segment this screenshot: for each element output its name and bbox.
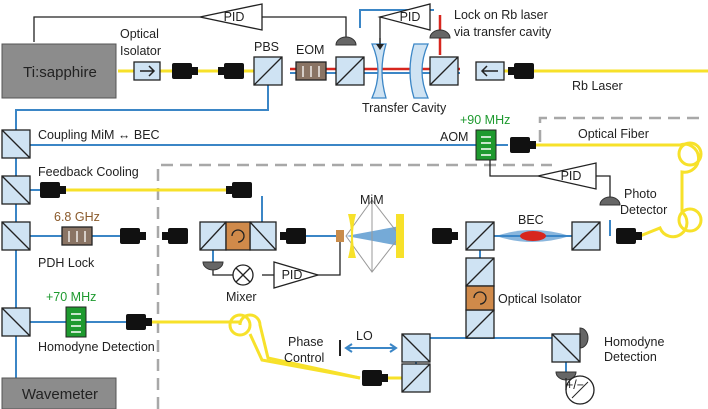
svg-text:PID: PID (561, 169, 582, 183)
wavemeter: Wavemeter (1, 377, 117, 409)
via-cavity-label: via transfer cavity (454, 25, 552, 39)
photodetectors (202, 29, 621, 381)
bec-label: BEC (518, 213, 544, 227)
feedback-cooling-label: Feedback Cooling (38, 165, 139, 179)
transfer-cavity-label: Transfer Cavity (362, 101, 447, 115)
aom-label: AOM (440, 130, 468, 144)
svg-text:PID: PID (400, 10, 421, 24)
optical-isolator-rb (475, 61, 505, 81)
optical-isolator-top (133, 61, 161, 81)
control-label: Control (284, 351, 324, 365)
optical-label: Optical (120, 27, 159, 41)
pdh-lock-label: PDH Lock (38, 256, 95, 270)
rb-laser-label: Rb Laser (572, 79, 623, 93)
ti-sapphire-laser: Ti:sapphire (1, 43, 117, 99)
fiber-loops (228, 141, 703, 337)
homodyne-left-label: Homodyne Detection (38, 340, 155, 354)
mixer-label: Mixer (226, 290, 257, 304)
freq-68-label: 6.8 GHz (54, 210, 100, 224)
eom (295, 61, 327, 81)
detector-label: Detector (620, 203, 667, 217)
pbs-label: PBS (254, 40, 279, 54)
mixer (232, 264, 254, 286)
bec (496, 230, 570, 242)
ti-sapphire-label: Ti:sapphire (23, 64, 97, 81)
piezo-arrow-head (376, 44, 384, 50)
coupling-label: Coupling MiM ↔ BEC (38, 128, 160, 142)
mim-label: MiM (360, 193, 384, 207)
lo-arrow (339, 340, 398, 356)
faraday-rotator-mid (225, 221, 251, 251)
aom-70 (65, 306, 87, 338)
mim-cavity (336, 199, 404, 273)
svg-text:PID: PID (282, 268, 303, 282)
wavemeter-label: Wavemeter (22, 386, 98, 403)
photo-label: Photo (624, 187, 657, 201)
svg-text:PID: PID (224, 10, 245, 24)
phase-label: Phase (288, 335, 323, 349)
optical-isolator-right-label: Optical Isolator (498, 292, 581, 306)
optical-fiber-label: Optical Fiber (578, 127, 649, 141)
beam-splitters (1, 56, 601, 393)
transfer-cavity-mirrors (371, 43, 429, 99)
faraday-rotator-right (465, 285, 495, 311)
eom-68ghz (61, 226, 93, 246)
pid-top-cavity: PID (377, 3, 431, 31)
dashed-enclosure (156, 116, 702, 409)
lock-rb-label: Lock on Rb laser (454, 8, 548, 22)
homodyne-fiber (160, 320, 361, 380)
isolator-label: Isolator (120, 44, 161, 58)
svg-text:+/−: +/− (566, 378, 584, 392)
freq-70-label: +70 MHz (46, 290, 96, 304)
homodyne-right-1-label: Homodyne (604, 335, 664, 349)
pid-top: PID (199, 3, 263, 31)
pid-mid: PID (537, 162, 597, 190)
pid-lower: PID (273, 261, 321, 289)
subtractor: +/− (565, 375, 595, 405)
eom-label: EOM (296, 43, 324, 57)
aom-freq-label: +90 MHz (460, 113, 510, 127)
fiber-couplers (40, 63, 642, 386)
aom-90 (475, 129, 497, 161)
lo-label: LO (356, 329, 373, 343)
homodyne-right-2-label: Detection (604, 350, 657, 364)
